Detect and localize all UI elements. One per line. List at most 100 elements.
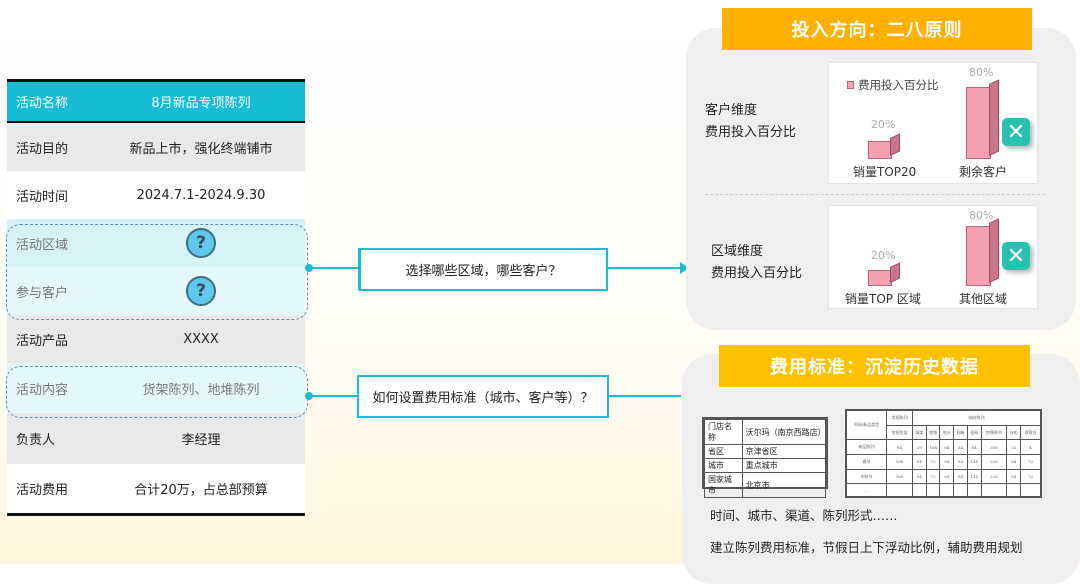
cell: 中秋节 [845,468,888,485]
row-value: 合计20万，占总部预算 [134,483,268,498]
table-row: 活动内容 货架陈列、地堆陈列 [7,363,305,413]
cell: 72 [925,454,941,470]
bar-top20 [868,141,892,159]
row-key: 参与客户 [16,285,69,301]
cell: 北京市 [741,472,827,498]
dashed-highlight-region-customer [6,224,308,320]
data-label: 20% [871,249,896,262]
cell: 32 [1006,439,1022,456]
cell: 省区 [704,444,743,459]
cell: 84 [953,468,968,485]
cell: 84 [939,454,955,470]
cell: 144 [966,468,982,485]
cell [966,483,982,497]
arrow-head-icon [680,262,689,274]
row-value: 货架陈列、地堆陈列 [142,382,260,398]
row-key: 活动区域 [16,237,69,253]
cross-icon: ✕ [1002,242,1030,270]
label-line: 费用投入百分比 [705,125,797,140]
cell: 29 [912,439,927,456]
cell: 144 [966,454,982,470]
header-cell: 端架 [912,424,927,441]
data-label: 80% [969,209,994,222]
legend-label: 费用投入百分比 [858,78,939,92]
header-cell: 堆头 [939,424,955,441]
row-key: 活动时间 [16,189,69,205]
data-label: 20% [871,118,896,131]
chart2-label: 区域维度费用投入百分比 [711,241,802,285]
standard-note-1: 时间、城市、渠道、陈列形式…… [710,508,898,523]
cell: 84 [912,454,927,470]
category-label: 销量TOP20 [853,165,917,179]
label-line: 客户维度 [705,103,758,118]
cell [912,483,927,497]
header-cell: 地堆 [925,424,941,441]
cell: 168 [886,454,914,470]
callout-region-customer: 选择哪些区域，哪些客户？ [359,248,608,291]
bar-other-region [966,226,991,286]
row-key: 活动目的 [16,141,69,157]
cell: 国家城市 [704,472,743,498]
header-value: 8月新品专项陈列 [151,96,251,111]
cell: 84 [953,439,968,456]
cell: 84 [1006,468,1022,485]
cell: 72 [1020,468,1041,485]
cell [1006,483,1022,497]
cell: 门店名称 [704,419,743,445]
cell [980,483,1008,497]
row-value: 新品上市，强化终端铺市 [129,141,273,157]
cell: 72 [925,468,941,485]
header-cell: 挂网 [966,424,982,441]
category-label: 其他区域 [959,292,1008,306]
arrow-line [609,395,681,397]
cell: 228 [980,454,1008,470]
cell: 228 [980,468,1008,485]
cell: 沃尔玛（南京西路店） [741,419,827,445]
cell: 时间/新品类型 [845,409,888,441]
legend-swatch [847,81,854,89]
header-key: 活动名称 [16,96,69,111]
standard-note-2: 建立陈列费用标准，节假日上下浮动比例，辅助费用规划 [710,540,1023,555]
table-row: 活动目的 新品上市，强化终端铺市 [7,123,305,171]
cell: 临时陈列 [912,410,1041,426]
cell: 84 [966,439,982,456]
cell: 84 [1006,454,1022,470]
table-row: 活动区域? [7,219,305,267]
cell [886,483,914,497]
cell: 84 [886,439,914,456]
question-icon: ? [186,228,216,258]
row-key: 活动产品 [16,333,69,349]
header-cell: 特殊陈列 [980,424,1008,441]
header-cell: 冰柜 [1006,424,1022,441]
table-row: 参与客户? [7,267,305,315]
cell: 春节 [845,454,888,470]
cell: 城市 [704,458,743,473]
cell: 168 [925,439,941,456]
dashed-highlight-content [6,366,308,418]
row-value: 李经理 [181,433,221,448]
standard-title: 费用标准：沉淀历史数据 [719,345,1030,387]
row-key: 活动费用 [16,483,69,498]
customer-chart: 费用投入百分比 20% 80% 销量TOP20 剩余客户 [828,62,1038,184]
cell: … [845,483,888,497]
table-header: 活动名称 8月新品专项陈列 [7,79,305,123]
table-row: 活动费用 合计20万，占总部预算 [7,464,305,516]
cell [925,483,941,497]
header-cell: 收银台 [1020,424,1041,441]
category-label: 剩余客户 [959,165,1008,179]
cell: 84 [939,439,955,456]
row-key: 活动内容 [16,382,69,398]
label-line: 费用投入百分比 [711,266,803,281]
bar-remaining [966,87,991,159]
investment-title: 投入方向：二八原则 [722,8,1032,50]
category-label: 销量TOP 区域 [845,292,921,306]
cell [939,483,955,497]
cell: 84 [912,468,927,485]
cell: 168 [886,468,914,485]
cell: 常规陈列 [886,410,914,426]
